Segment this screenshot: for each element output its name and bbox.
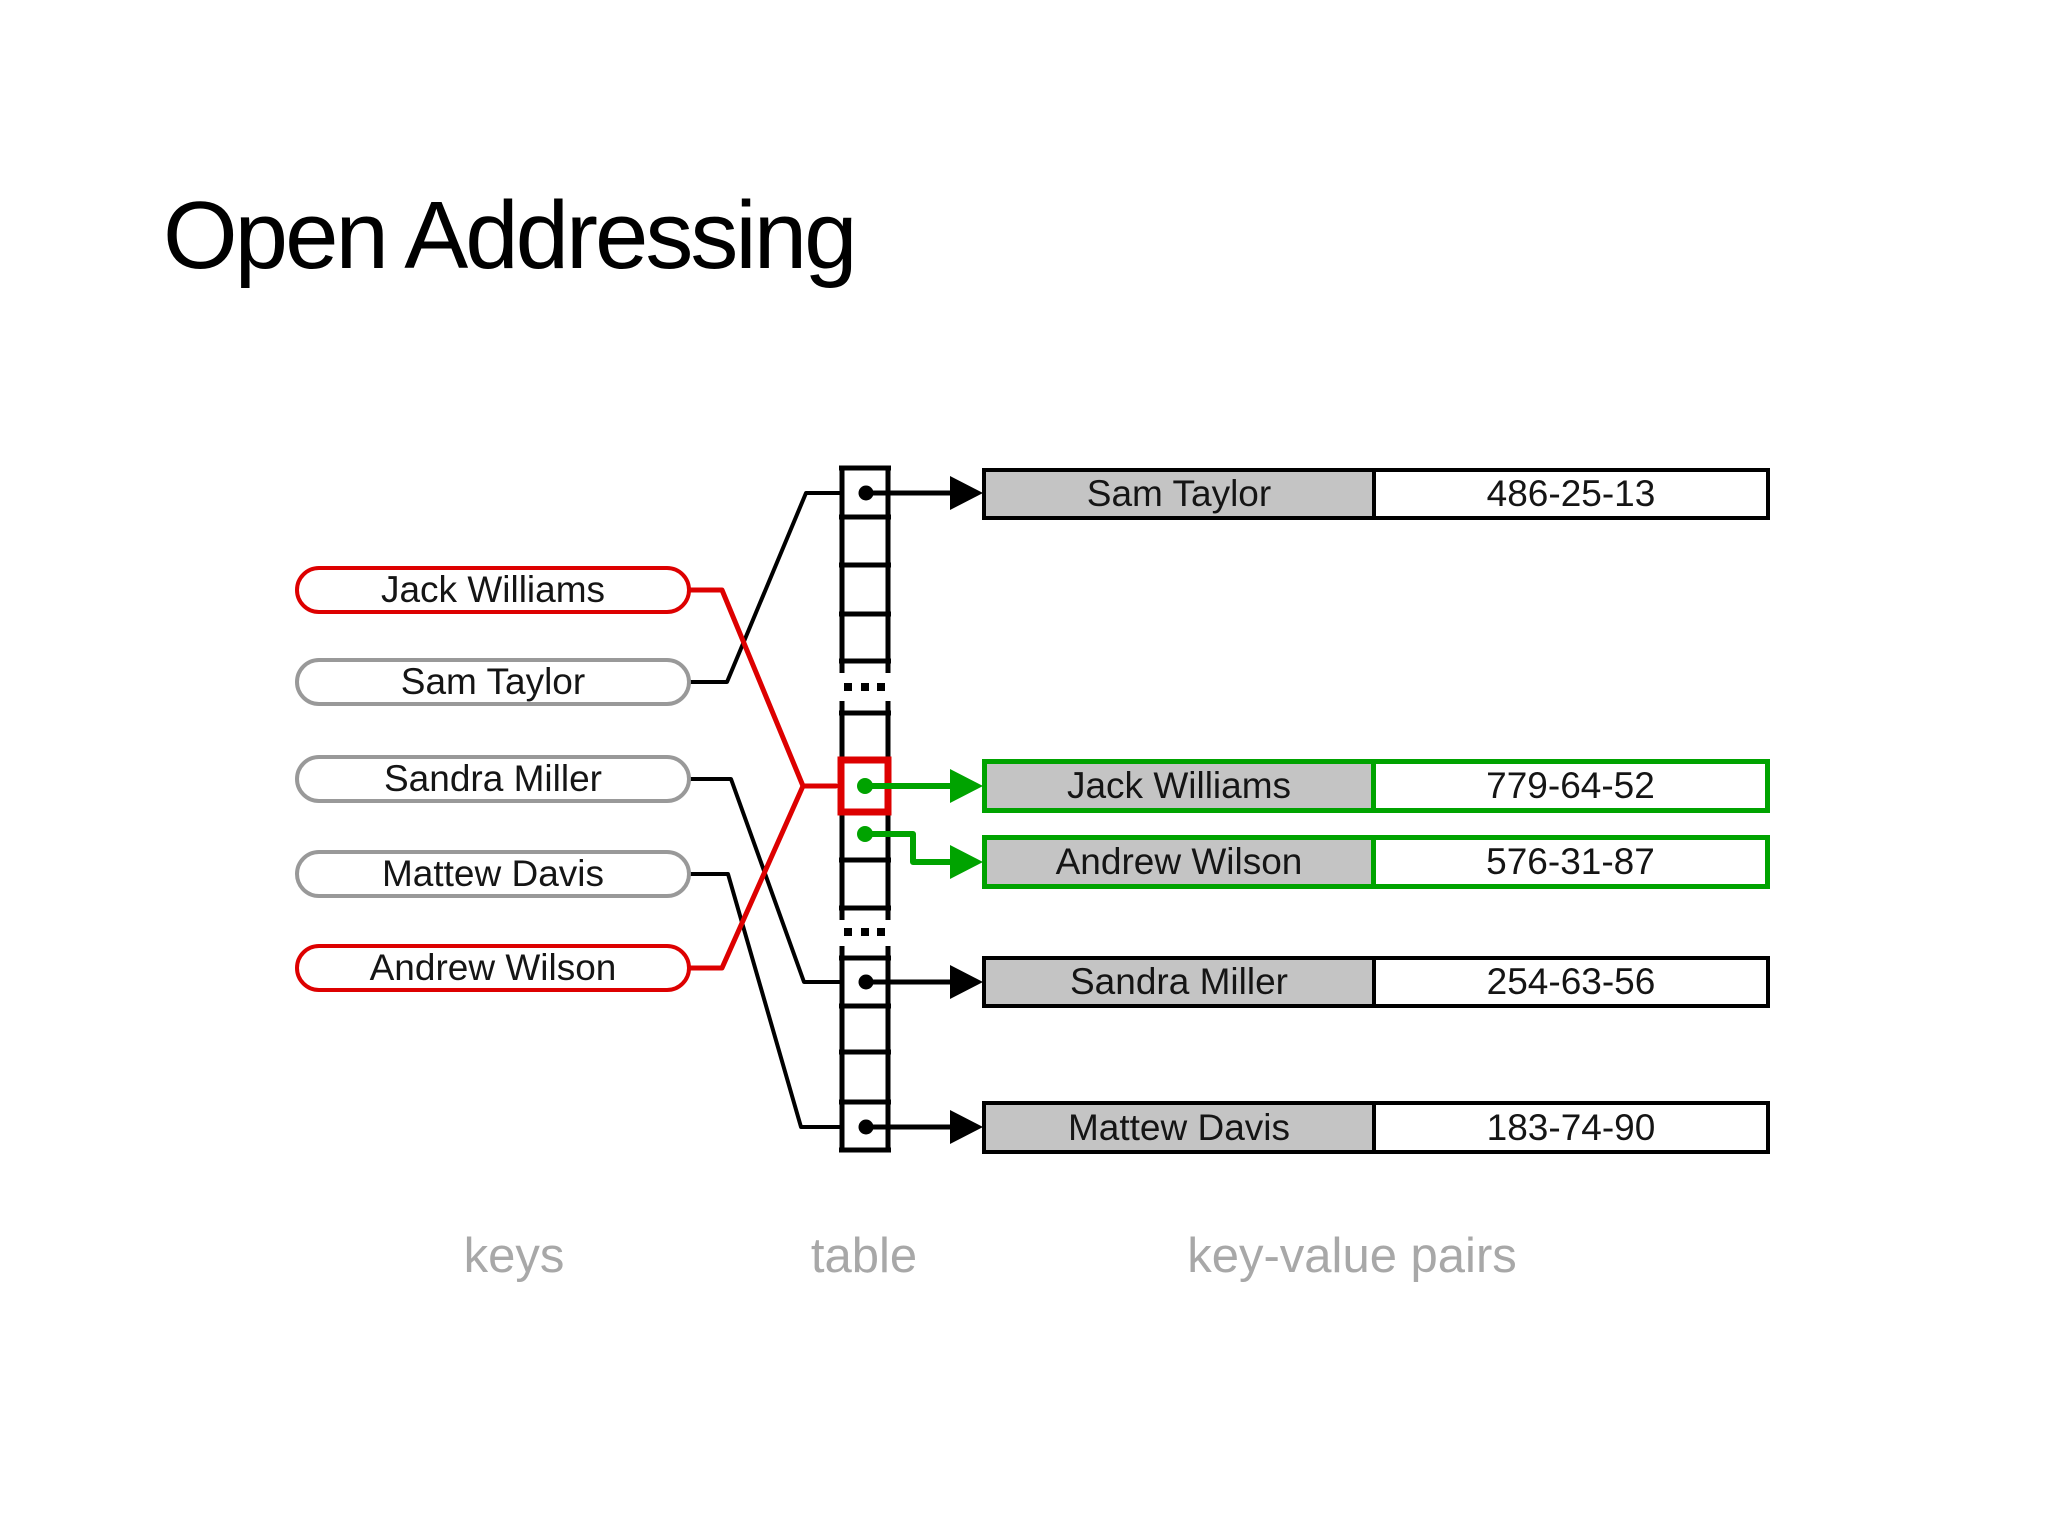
- key-pill-mattew-davis: Mattew Davis: [295, 850, 691, 898]
- key-label: Jack Williams: [380, 569, 606, 610]
- hash-table-segment-bottom: [839, 946, 891, 1153]
- key-label: Sandra Miller: [384, 758, 602, 799]
- key-label: Andrew Wilson: [369, 947, 617, 988]
- pair-value: 254-63-56: [1376, 960, 1766, 1004]
- pair-key: Sam Taylor: [986, 472, 1376, 516]
- column-label-key-value-pairs: key-value pairs: [1187, 1229, 1517, 1283]
- pair-value: 779-64-52: [1376, 764, 1765, 808]
- table-ellipsis-bottom: [844, 928, 885, 936]
- connector-andrew-wilson-collision: [688, 783, 806, 971]
- key-label: Mattew Davis: [381, 853, 605, 894]
- connector-sandra-miller: [689, 777, 842, 984]
- arrow-andrew-resolved: [865, 831, 983, 879]
- table-ellipsis-top: [844, 683, 885, 691]
- pair-row-andrew-wilson: Andrew Wilson 576-31-87: [982, 835, 1770, 889]
- key-pill-jack-williams: Jack Williams: [295, 566, 691, 614]
- pair-value: 183-74-90: [1376, 1105, 1766, 1150]
- key-pill-sam-taylor: Sam Taylor: [295, 658, 691, 706]
- pair-key: Jack Williams: [987, 764, 1376, 808]
- connector-sam-taylor: [689, 491, 842, 684]
- connector-mattew-davis: [689, 872, 842, 1129]
- arrow-mattew: [866, 1110, 983, 1144]
- slide-title: Open Addressing: [163, 182, 857, 289]
- hash-table-segment-top: [839, 465, 891, 673]
- pair-value: 486-25-13: [1376, 472, 1766, 516]
- connector-jack-williams-collision: [688, 587, 839, 789]
- pair-key: Mattew Davis: [986, 1105, 1376, 1150]
- arrow-sam: [866, 476, 983, 510]
- pair-row-sandra-miller: Sandra Miller 254-63-56: [982, 956, 1770, 1008]
- column-label-table: table: [810, 1229, 918, 1283]
- key-pill-sandra-miller: Sandra Miller: [295, 755, 691, 803]
- pair-key: Andrew Wilson: [987, 840, 1376, 884]
- key-label: Sam Taylor: [400, 661, 586, 702]
- pair-row-mattew-davis: Mattew Davis 183-74-90: [982, 1101, 1770, 1154]
- pair-row-sam-taylor: Sam Taylor 486-25-13: [982, 468, 1770, 520]
- pair-row-jack-williams: Jack Williams 779-64-52: [982, 759, 1770, 813]
- key-pill-andrew-wilson: Andrew Wilson: [295, 944, 691, 992]
- arrow-sandra: [866, 965, 983, 999]
- arrow-jack-resolved: [865, 769, 983, 803]
- pair-value: 576-31-87: [1376, 840, 1765, 884]
- pair-key: Sandra Miller: [986, 960, 1376, 1004]
- column-label-keys: keys: [463, 1229, 565, 1283]
